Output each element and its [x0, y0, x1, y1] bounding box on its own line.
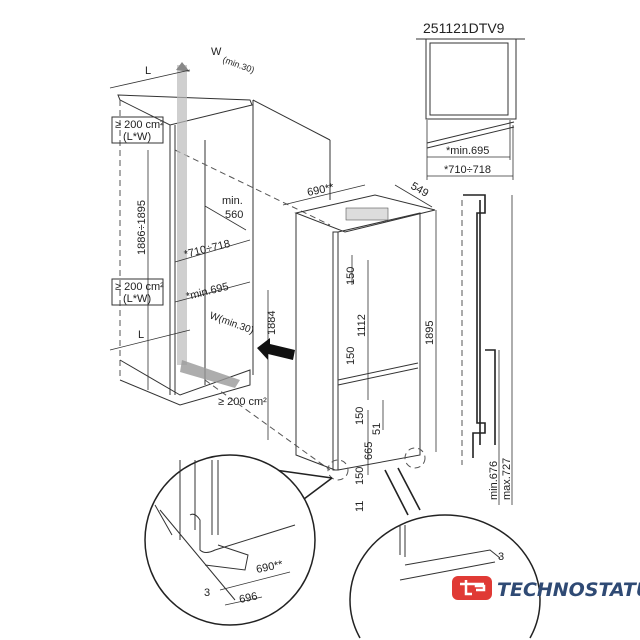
- plinth-vent-area: ≥ 200 cm²: [218, 396, 267, 408]
- bottom-vent-formula: (L*W): [123, 293, 151, 305]
- appliance-drawing: 690** 549 1895 150 1112 150 150 51 665 1…: [282, 180, 437, 512]
- bottom-vent-area: ≥ 200 cm²: [115, 281, 164, 293]
- niche-depth-range: *710÷718: [183, 238, 232, 261]
- appliance-depth: 690**: [306, 181, 336, 198]
- detail-left: 3 690** 696: [144, 454, 333, 626]
- dim-4: 150: [354, 407, 366, 425]
- rail-max: max.727: [501, 458, 513, 500]
- niche-height-range: 1886÷1895: [136, 200, 148, 255]
- top-vent-width: W: [211, 46, 222, 58]
- detail-gap: 3: [204, 587, 210, 599]
- niche-min-label: min.: [222, 195, 243, 207]
- top-view-depth-range: *710÷718: [444, 164, 491, 176]
- insert-arrow-icon: [257, 338, 295, 360]
- bottom-vent-width: W(min.30): [208, 310, 255, 336]
- dim-6: 665: [363, 442, 375, 460]
- niche-drawing: L W (min.30) ≥ 200 cm² (L*W) 1886÷1895 m…: [109, 46, 331, 471]
- top-vent-area: ≥ 200 cm²: [115, 119, 164, 131]
- dim-2: 1112: [356, 314, 368, 337]
- dim-1: 150: [345, 267, 357, 285]
- dim-5: 51: [371, 423, 383, 435]
- door-height: 1884: [266, 311, 278, 335]
- dim-7: 150: [354, 467, 366, 485]
- logo-text: TECHNOSTATUS: [497, 579, 640, 601]
- niche-min-width: 560: [225, 209, 243, 221]
- appliance-width: 549: [409, 180, 431, 200]
- detail-total: 696: [238, 590, 258, 606]
- top-vent-width-min: (min.30): [221, 54, 255, 75]
- detail-right: 3: [349, 467, 541, 639]
- dim-8: 11: [354, 501, 366, 512]
- bottom-vent-length: L: [138, 329, 144, 341]
- logo-mark-icon: [452, 576, 492, 600]
- rail-min: min.676: [488, 461, 500, 500]
- niche-min-depth: *min.695: [185, 281, 230, 303]
- top-vent-length: L: [145, 65, 151, 77]
- technostatus-logo: TECHNOSTATUS: [452, 576, 640, 601]
- top-view: 251121DTV9 *min.695 *710÷718: [416, 20, 525, 180]
- dim-3: 150: [345, 347, 357, 365]
- detail-right-gap: 3: [498, 551, 504, 563]
- top-vent-formula: (L*W): [123, 131, 151, 143]
- top-view-min-depth: *min.695: [446, 145, 489, 157]
- appliance-height: 1895: [424, 321, 436, 345]
- door-rail-view: min.676 max.727: [461, 194, 513, 505]
- model-code: 251121DTV9: [423, 20, 505, 36]
- detail-depth: 690**: [255, 558, 285, 575]
